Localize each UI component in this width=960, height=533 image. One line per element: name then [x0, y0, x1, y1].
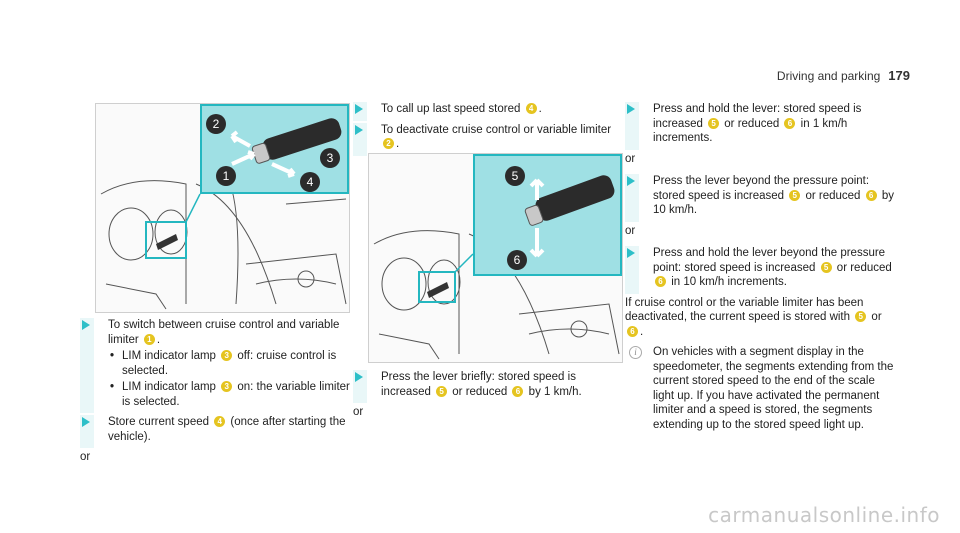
watermark: carmanualsonline.info: [708, 503, 940, 527]
instruction-step: To deactivate cruise control or variable…: [353, 122, 623, 156]
lever-detail-inset-2: 5 6: [473, 154, 622, 276]
instruction-step: To call up last speed stored 4.: [353, 102, 623, 121]
column-2-top: To call up last speed stored 4. To deact…: [353, 102, 623, 158]
column-1: To switch between cruise control and var…: [80, 318, 350, 473]
figure-cruise-control-lever-2: 5 6: [368, 153, 623, 363]
callout-number: 5: [436, 385, 448, 397]
instruction-step: Press and hold the lever beyond the pres…: [625, 246, 895, 294]
callout-number: 6: [784, 117, 796, 129]
page-header: Driving and parking 179: [777, 68, 910, 83]
column-2-bottom: Press the lever briefly: stored speed is…: [353, 370, 623, 428]
step-arrow-icon: [627, 104, 635, 114]
instruction-step: To switch between cruise control and var…: [80, 318, 350, 413]
instruction-step: Press the lever beyond the pressure poin…: [625, 174, 895, 222]
column-3: Press and hold the lever: stored speed i…: [625, 102, 895, 432]
info-note: i On vehicles with a segment display in …: [625, 345, 895, 432]
cockpit-illustration-1: [100, 153, 347, 310]
step-arrow-icon: [627, 248, 635, 258]
figure-label: 6: [514, 253, 521, 267]
figure-label: 3: [327, 151, 334, 165]
step-arrow-icon: [82, 320, 90, 330]
callout-number: 6: [512, 385, 524, 397]
info-icon: i: [629, 346, 642, 359]
or-text: or: [353, 406, 364, 418]
step-arrow-icon: [82, 417, 90, 427]
figure-label: 1: [223, 169, 230, 183]
info-paragraph: If cruise control or the variable limite…: [625, 296, 882, 338]
step-arrow-icon: [355, 124, 363, 135]
callout-number: 1: [143, 333, 155, 345]
section-title: Driving and parking: [776, 69, 881, 83]
lever-detail-inset-1: 2 1 3 4: [200, 104, 349, 194]
callout-number: 6: [627, 325, 638, 337]
callout-number: 5: [708, 117, 720, 129]
callout-number: 6: [865, 189, 877, 201]
step-arrow-icon: [627, 176, 635, 186]
bullet-item: • LIM indicator lamp 3 on: the variable …: [110, 381, 350, 408]
lever-highlight-box: [418, 271, 456, 303]
callout-number: 3: [221, 381, 233, 392]
callout-number: 3: [221, 350, 233, 361]
callout-number: 4: [214, 416, 226, 427]
or-text: or: [625, 224, 636, 237]
or-text: or: [80, 451, 91, 463]
callout-number: 5: [820, 261, 832, 273]
callout-number: 5: [789, 189, 801, 201]
callout-number: 2: [383, 138, 394, 149]
callout-number: 5: [855, 311, 867, 322]
callout-number: 4: [525, 103, 537, 114]
bullet-item: • LIM indicator lamp 3 off: cruise contr…: [110, 350, 337, 377]
callout-number: 6: [655, 276, 666, 287]
figure-cruise-control-lever-1: 2 1 3 4: [95, 103, 350, 313]
or-text: or: [625, 152, 636, 165]
instruction-step: Store current speed 4 (once after starti…: [80, 415, 350, 448]
lever-highlight-box: [145, 221, 187, 259]
figure-label: 5: [512, 169, 519, 183]
step-arrow-icon: [355, 104, 363, 114]
instruction-step: Press the lever briefly: stored speed is…: [353, 370, 623, 403]
instruction-step: Press and hold the lever: stored speed i…: [625, 102, 895, 150]
step-arrow-icon: [355, 372, 363, 382]
figure-label: 4: [307, 175, 314, 189]
page-number: 179: [888, 68, 910, 83]
figure-label: 2: [213, 117, 220, 131]
